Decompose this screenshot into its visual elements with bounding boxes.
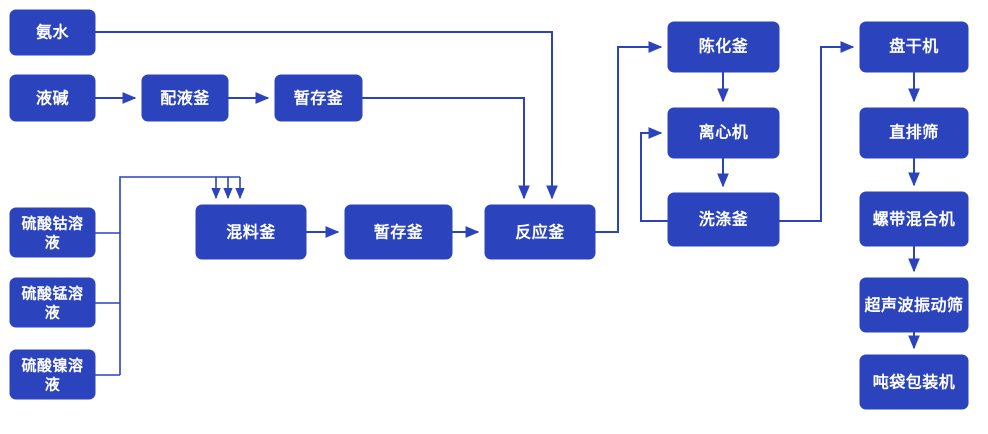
node-ribbon-mixer-box[interactable] (859, 191, 969, 247)
node-layer: 氨水 液碱 配液釜 暂存釜 硫酸钴溶 液 (9, 9, 969, 410)
node-cobalt-sulfate[interactable]: 硫酸钴溶 液 (9, 207, 96, 258)
node-mixing-tank-label: 混料釜 (226, 223, 276, 242)
node-manganese-sulfate-label-line2: 液 (45, 304, 61, 322)
node-ammonia-label: 氨水 (36, 23, 70, 42)
node-ton-bag-packer-box[interactable] (859, 354, 969, 410)
node-buffer-tank-2[interactable]: 暂存釜 (344, 204, 453, 260)
node-cobalt-sulfate-box[interactable] (9, 207, 96, 258)
node-ultrasonic-sieve-box[interactable] (859, 277, 969, 333)
edge-washing-to-tray-dryer (779, 41, 855, 222)
edge-buffer1-to-reactor (362, 97, 530, 200)
node-cobalt-sulfate-label-line2: 液 (45, 234, 61, 252)
node-buffer-tank-1-label: 暂存釜 (294, 89, 344, 108)
node-ton-bag-packer-label: 吨袋包装机 (873, 373, 956, 392)
edge-washing-to-centrifuge-recycle (640, 127, 668, 222)
node-liquid-alkali-box[interactable] (9, 74, 96, 122)
node-tray-dryer-label: 盘干机 (889, 37, 939, 56)
node-dosing-tank-box[interactable] (141, 74, 229, 122)
node-reactor-label: 反应釜 (515, 223, 565, 242)
node-ribbon-mixer-label: 螺带混合机 (873, 210, 956, 229)
node-manganese-sulfate-box[interactable] (9, 277, 96, 328)
edge-layer (95, 31, 920, 376)
node-aging-tank[interactable]: 陈化釜 (667, 21, 780, 73)
node-ammonia[interactable]: 氨水 (9, 9, 96, 56)
node-tray-dryer-box[interactable] (859, 21, 969, 73)
node-nickel-sulfate[interactable]: 硫酸镍溶 液 (9, 349, 96, 400)
node-aging-tank-box[interactable] (667, 21, 780, 73)
edge-sulfate-trunk (119, 176, 240, 375)
node-manganese-sulfate[interactable]: 硫酸锰溶 液 (9, 277, 96, 328)
node-tray-dryer[interactable]: 盘干机 (859, 21, 969, 73)
node-liquid-alkali[interactable]: 液碱 (9, 74, 96, 122)
node-reactor-box[interactable] (484, 204, 596, 260)
node-straight-sieve-box[interactable] (859, 107, 969, 159)
edge-ammonia-to-reactor (95, 31, 558, 200)
node-nickel-sulfate-box[interactable] (9, 349, 96, 400)
node-dosing-tank-label: 配液釜 (160, 89, 210, 108)
node-ultrasonic-sieve-label: 超声波振动筛 (863, 296, 963, 315)
node-straight-sieve-label: 直排筛 (889, 123, 939, 142)
node-aging-tank-label: 陈化釜 (699, 37, 749, 56)
node-mixing-tank-box[interactable] (195, 204, 307, 260)
node-ribbon-mixer[interactable]: 螺带混合机 (859, 191, 969, 247)
node-manganese-sulfate-label-line1: 硫酸锰溶 (21, 285, 83, 303)
node-liquid-alkali-label: 液碱 (36, 89, 69, 108)
node-washing-tank[interactable]: 洗涤釜 (667, 192, 780, 247)
node-buffer-tank-2-label: 暂存釜 (374, 223, 424, 242)
edge-reactor-to-aging (595, 41, 663, 233)
node-cobalt-sulfate-label-line1: 硫酸钴溶 (21, 215, 83, 233)
node-buffer-tank-2-box[interactable] (344, 204, 453, 260)
node-dosing-tank[interactable]: 配液釜 (141, 74, 229, 122)
node-straight-sieve[interactable]: 直排筛 (859, 107, 969, 159)
node-centrifuge-box[interactable] (667, 107, 780, 159)
node-ammonia-box[interactable] (9, 9, 96, 56)
node-buffer-tank-1[interactable]: 暂存釜 (274, 74, 363, 122)
node-ultrasonic-sieve[interactable]: 超声波振动筛 (859, 277, 969, 333)
node-nickel-sulfate-label-line2: 液 (45, 376, 61, 394)
node-reactor[interactable]: 反应釜 (484, 204, 596, 260)
node-mixing-tank[interactable]: 混料釜 (195, 204, 307, 260)
node-ton-bag-packer[interactable]: 吨袋包装机 (859, 354, 969, 410)
node-centrifuge[interactable]: 离心机 (667, 107, 780, 159)
node-washing-tank-box[interactable] (667, 192, 780, 247)
node-washing-tank-label: 洗涤釜 (699, 210, 749, 229)
node-buffer-tank-1-box[interactable] (274, 74, 363, 122)
node-nickel-sulfate-label-line1: 硫酸镍溶 (21, 357, 83, 375)
node-centrifuge-label: 离心机 (699, 123, 749, 142)
